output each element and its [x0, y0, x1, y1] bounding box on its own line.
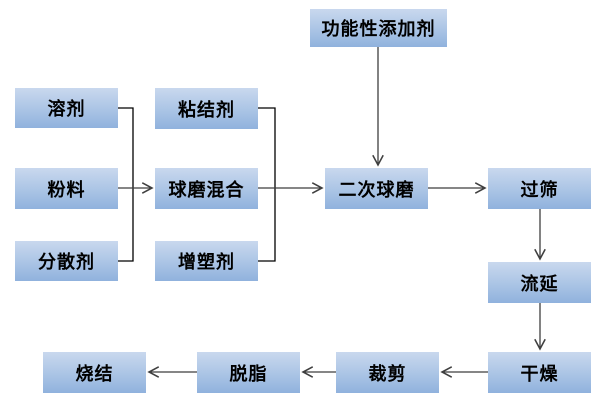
node-drying: 干燥 [488, 352, 591, 393]
node-secondary-ball-mill: 二次球磨 [325, 168, 428, 209]
connector-solvent-dispersant-tree [118, 107, 134, 262]
connector-binder-plasticizer-tree [258, 107, 276, 262]
node-dispersant: 分散剂 [15, 241, 118, 281]
node-debinding: 脱脂 [197, 352, 300, 393]
node-sintering: 烧结 [43, 352, 146, 393]
node-cutting: 裁剪 [336, 352, 439, 393]
node-sieving: 过筛 [488, 168, 591, 209]
node-functional-additive: 功能性添加剂 [310, 9, 447, 47]
node-plasticizer: 增塑剂 [155, 241, 258, 281]
node-tape-casting: 流延 [488, 262, 591, 303]
node-ball-mill-mixing: 球磨混合 [155, 168, 258, 209]
node-powder: 粉料 [15, 168, 118, 209]
node-solvent: 溶剂 [15, 88, 118, 128]
node-binder: 粘结剂 [155, 88, 258, 129]
